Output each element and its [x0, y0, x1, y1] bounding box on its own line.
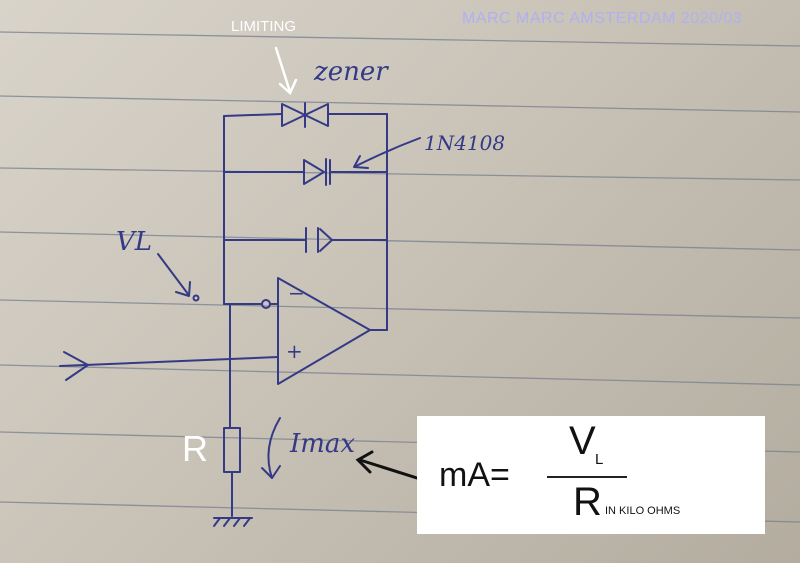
rule-line	[0, 167, 800, 181]
imax-label: Imax	[289, 429, 355, 459]
rule-line	[0, 231, 800, 251]
current-arrow	[267, 417, 281, 479]
formula-lhs: mA=	[439, 456, 510, 494]
capacitor-symbol	[305, 227, 333, 253]
diode-symbol	[303, 158, 331, 186]
limiting-label: LIMITING	[231, 18, 297, 35]
ground-symbol	[213, 517, 253, 527]
formula-numerator: V	[569, 419, 596, 463]
photo-credit: MARC MARC AMSTERDAM 2020/03	[462, 10, 743, 27]
circuit	[59, 102, 421, 527]
fraction-bar	[547, 476, 627, 478]
zener-wire	[223, 113, 388, 117]
opamp-symbol	[277, 277, 371, 385]
opamp-minus-label: −	[288, 281, 305, 305]
formula-denominator: R	[573, 480, 602, 524]
resistor-symbol	[223, 427, 241, 473]
zener-label: zener	[313, 57, 389, 87]
rule-line	[0, 299, 800, 319]
part-arrow	[355, 137, 421, 167]
zener-diode-symbol	[281, 102, 329, 128]
diode-part-label: 1N4108	[424, 131, 505, 155]
rule-line	[0, 364, 800, 386]
formula-numerator-subscript: L	[595, 451, 604, 468]
formula-denominator-subscript: IN KILO OHMS	[605, 505, 681, 517]
input-node	[261, 299, 271, 309]
opamp-plus-label: +	[286, 339, 303, 363]
resistor-label: R	[182, 428, 208, 469]
rule-line	[0, 95, 800, 113]
limiting-arrow	[274, 46, 298, 96]
input-arrow	[63, 351, 89, 381]
rule-line	[0, 31, 800, 47]
vl-arrow	[157, 253, 189, 295]
formula-box: mA= V L R IN KILO OHMS	[417, 416, 765, 534]
ruled-lines	[0, 31, 800, 523]
vl-node-dot	[192, 294, 200, 302]
vl-label: VL	[116, 227, 152, 257]
non-inverting-input-wire	[59, 356, 279, 367]
